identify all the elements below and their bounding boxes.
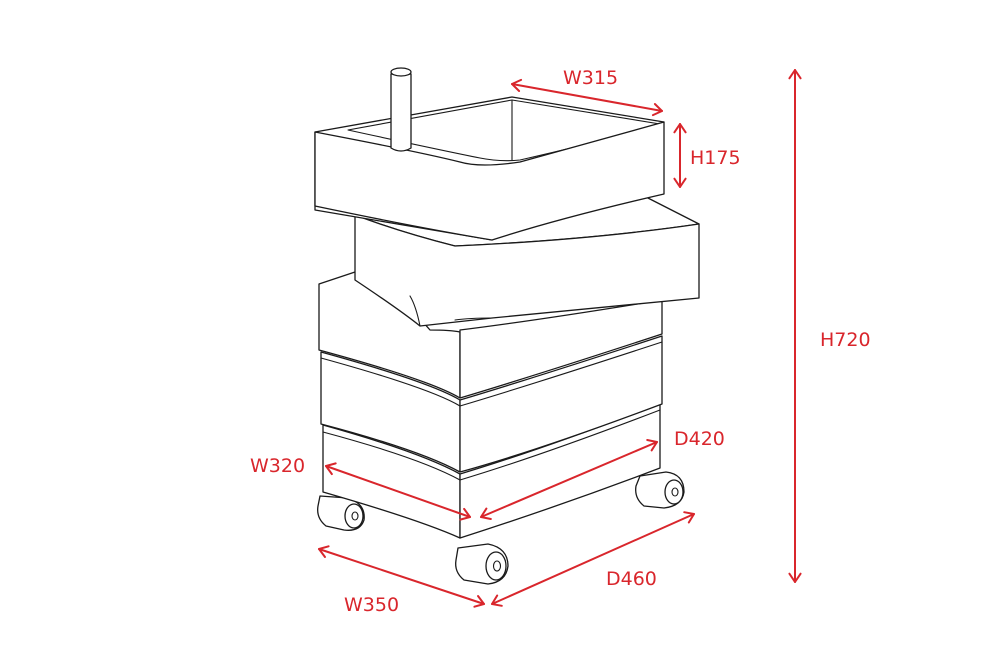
dimension-arrow-d420 <box>480 439 658 520</box>
dimension-arrow-d460 <box>491 511 695 607</box>
dimension-label-h175: H175 <box>690 147 741 169</box>
dimension-label-w350: W350 <box>344 594 399 616</box>
drawer-2-right-face <box>459 299 663 399</box>
handle-post <box>390 67 412 152</box>
dimension-arrow-h720 <box>788 69 802 583</box>
dimension-arrow-w315 <box>511 78 663 117</box>
dimension-lines <box>318 69 802 608</box>
dimension-label-h720: H720 <box>820 329 871 351</box>
dimension-arrow-w350 <box>318 545 485 608</box>
caster-back-left <box>317 495 365 531</box>
dimension-arrow-w320 <box>325 462 471 521</box>
caster-back-right <box>635 471 685 509</box>
caster-front-center <box>455 543 509 585</box>
dimension-label-d420: D420 <box>674 428 725 450</box>
swing-drawer-front <box>354 214 700 327</box>
drawer-3-right-face <box>459 335 663 473</box>
dimension-label-d460: D460 <box>606 568 657 590</box>
dimension-arrow-h175 <box>673 123 687 188</box>
drawer-cart-illustration <box>314 67 700 585</box>
dimension-label-w320: W320 <box>250 455 305 477</box>
dimension-label-w315: W315 <box>563 67 618 89</box>
